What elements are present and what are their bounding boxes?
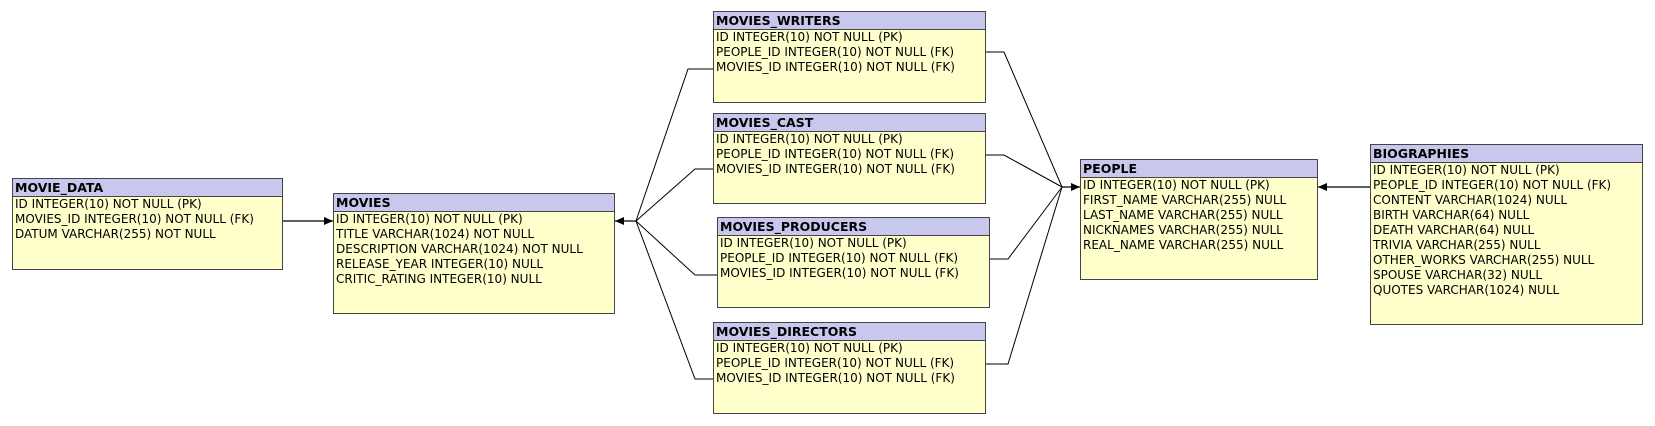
link-cast-to-movies (635, 168, 713, 222)
column-row: MOVIES_ID INTEGER(10) NOT NULL (FK) (716, 371, 955, 385)
column-row: NICKNAMES VARCHAR(255) NULL (1083, 223, 1283, 237)
column-row: PEOPLE_ID INTEGER(10) NOT NULL (FK) (716, 356, 955, 370)
table-movies-producers[interactable]: MOVIES_PRODUCERS ID INTEGER(10) NOT NULL… (717, 217, 990, 308)
column-row: LAST_NAME VARCHAR(255) NULL (1083, 208, 1283, 222)
column-row: ID INTEGER(10) NOT NULL (PK) (716, 132, 903, 146)
column-row: ID INTEGER(10) NOT NULL (PK) (1373, 163, 1560, 177)
table-title: MOVIES (334, 194, 614, 212)
table-title: MOVIES_DIRECTORS (714, 323, 985, 341)
column-row: ID INTEGER(10) NOT NULL (PK) (336, 212, 523, 226)
column-row: REAL_NAME VARCHAR(255) NULL (1083, 238, 1284, 252)
column-row: CONTENT VARCHAR(1024) NULL (1373, 193, 1568, 207)
column-row: ID INTEGER(10) NOT NULL (PK) (716, 341, 903, 355)
link-cast-to-people (986, 154, 1063, 188)
column-row: MOVIES_ID INTEGER(10) NOT NULL (FK) (15, 212, 254, 226)
table-title: MOVIES_WRITERS (714, 12, 985, 30)
table-movies-writers[interactable]: MOVIES_WRITERS ID INTEGER(10) NOT NULL (… (713, 11, 986, 103)
link-producers-to-people (990, 186, 1063, 260)
table-movies[interactable]: MOVIES ID INTEGER(10) NOT NULL (PK) TITL… (333, 193, 615, 314)
column-row: ID INTEGER(10) NOT NULL (PK) (15, 197, 202, 211)
column-row: DESCRIPTION VARCHAR(1024) NOT NULL (336, 242, 583, 256)
column-row: PEOPLE_ID INTEGER(10) NOT NULL (FK) (716, 45, 955, 59)
column-row: PEOPLE_ID INTEGER(10) NOT NULL (FK) (716, 147, 955, 161)
link-producers-to-movies (635, 220, 717, 276)
column-row: ID INTEGER(10) NOT NULL (PK) (716, 30, 903, 44)
column-row: DEATH VARCHAR(64) NULL (1373, 223, 1535, 237)
link-writers-to-movies (635, 68, 713, 222)
column-row: BIRTH VARCHAR(64) NULL (1373, 208, 1530, 222)
column-row: TRIVIA VARCHAR(255) NULL (1373, 238, 1541, 252)
table-title: BIOGRAPHIES (1371, 145, 1642, 163)
column-row: MOVIES_ID INTEGER(10) NOT NULL (FK) (716, 60, 955, 74)
column-row: CRITIC_RATING INTEGER(10) NULL (336, 272, 542, 286)
column-row: MOVIES_ID INTEGER(10) NOT NULL (FK) (720, 266, 959, 280)
table-people[interactable]: PEOPLE ID INTEGER(10) NOT NULL (PK) FIRS… (1080, 159, 1318, 280)
link-writers-to-people (986, 51, 1063, 188)
column-row: PEOPLE_ID INTEGER(10) NOT NULL (FK) (1373, 178, 1612, 192)
table-title: MOVIES_CAST (714, 114, 985, 132)
column-row: OTHER_WORKS VARCHAR(255) NULL (1373, 253, 1595, 267)
column-row: ID INTEGER(10) NOT NULL (PK) (1083, 178, 1270, 192)
column-row: RELEASE_YEAR INTEGER(10) NULL (336, 257, 544, 271)
column-row: TITLE VARCHAR(1024) NOT NULL (336, 227, 535, 241)
table-title: PEOPLE (1081, 160, 1317, 178)
table-biographies[interactable]: BIOGRAPHIES ID INTEGER(10) NOT NULL (PK)… (1370, 144, 1643, 325)
table-title: MOVIES_PRODUCERS (718, 218, 989, 236)
table-movies-directors[interactable]: MOVIES_DIRECTORS ID INTEGER(10) NOT NULL… (713, 322, 986, 414)
link-directors-to-movies (635, 220, 713, 380)
column-row: DATUM VARCHAR(255) NOT NULL (15, 227, 216, 241)
column-row: ID INTEGER(10) NOT NULL (PK) (720, 236, 907, 250)
table-movie-data[interactable]: MOVIE_DATA ID INTEGER(10) NOT NULL (PK) … (12, 178, 283, 270)
column-row: PEOPLE_ID INTEGER(10) NOT NULL (FK) (720, 251, 959, 265)
column-row: FIRST_NAME VARCHAR(255) NULL (1083, 193, 1287, 207)
link-directors-to-people (986, 186, 1063, 365)
table-title: MOVIE_DATA (13, 179, 282, 197)
column-row: MOVIES_ID INTEGER(10) NOT NULL (FK) (716, 162, 955, 176)
column-row: SPOUSE VARCHAR(32) NULL (1373, 268, 1543, 282)
column-row: QUOTES VARCHAR(1024) NULL (1373, 283, 1560, 297)
table-movies-cast[interactable]: MOVIES_CAST ID INTEGER(10) NOT NULL (PK)… (713, 113, 986, 204)
